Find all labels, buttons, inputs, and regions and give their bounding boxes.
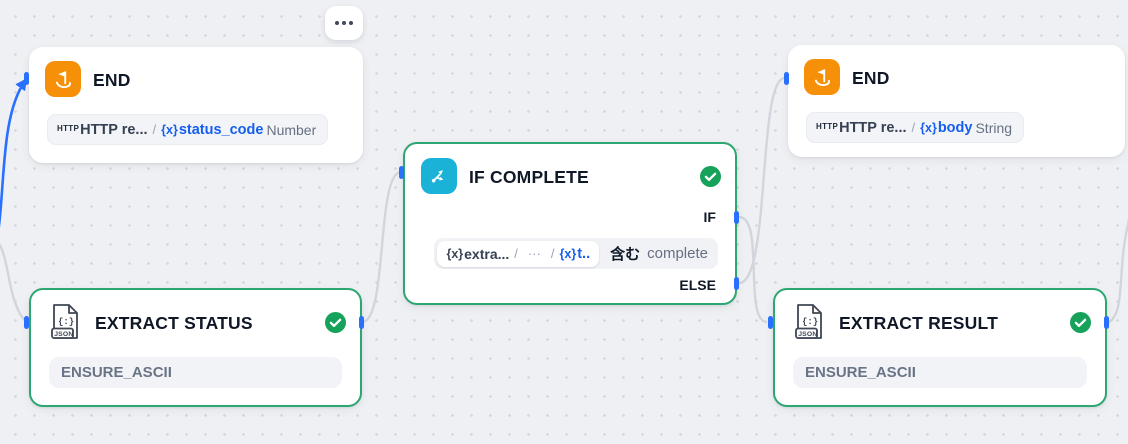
edge-incoming-to-extract-status[interactable]: [0, 235, 25, 321]
variable-type: Number: [266, 121, 317, 138]
node-title: END: [93, 70, 131, 90]
path-separator: /: [911, 120, 916, 135]
variable-token-icon: {x}: [559, 246, 577, 261]
http-node-badge: HTTP: [57, 124, 80, 133]
node-title: EXTRACT STATUS: [95, 313, 253, 333]
condition-operator: 含む: [610, 246, 641, 263]
parameter-pill: ENSURE_ASCII: [49, 357, 342, 388]
target-handle-if-complete[interactable]: [399, 165, 404, 179]
source-handle-else-branch[interactable]: [734, 276, 739, 290]
dot-icon: [349, 21, 353, 25]
output-variable-pill: HTTP HTTP re... / {x} body String: [806, 112, 1025, 143]
variable-token-icon: {x}: [920, 120, 937, 135]
dot-icon: [342, 21, 346, 25]
variable-name: body: [937, 119, 973, 136]
node-title: END: [852, 68, 890, 88]
more-options-button[interactable]: [325, 6, 363, 40]
else-branch-label: ELSE: [679, 277, 716, 293]
node-if-complete[interactable]: IF COMPLETE IF {x} extra... / ··· / {x} …: [403, 142, 737, 305]
http-node-badge: HTTP: [816, 122, 839, 131]
source-handle-if-branch[interactable]: [734, 210, 739, 224]
json-braces-glyph: {:}: [802, 317, 818, 327]
dot-icon: [335, 21, 339, 25]
variable-token-icon: {x}: [161, 122, 178, 137]
condition-sub-variable: t..: [577, 245, 591, 262]
if-branch-label: IF: [703, 209, 716, 225]
success-check-icon: [700, 166, 721, 187]
output-variable-pill: HTTP HTTP re... / {x} status_code Number: [47, 114, 329, 145]
edge-extract-result-outgoing[interactable]: [1108, 183, 1128, 324]
path-separator: /: [152, 122, 157, 137]
end-flag-icon: [804, 59, 840, 95]
json-label: JSON: [54, 331, 73, 338]
target-handle-extract-result[interactable]: [768, 315, 773, 329]
condition-value: complete: [647, 245, 708, 262]
node-end-left[interactable]: END HTTP HTTP re... / {x} status_code Nu…: [29, 47, 363, 163]
path-separator: /: [514, 246, 518, 261]
end-flag-icon: [45, 61, 81, 97]
json-braces-glyph: {:}: [58, 317, 74, 327]
path-separator: /: [550, 246, 555, 261]
json-file-icon: {:} JSON: [50, 303, 80, 341]
source-handle-extract-result[interactable]: [1104, 315, 1109, 329]
source-node-name: HTTP re...: [80, 121, 148, 138]
target-handle-extract-status[interactable]: [24, 315, 29, 329]
variable-token-icon: {x}: [446, 246, 464, 261]
node-end-right[interactable]: END HTTP HTTP re... / {x} body String: [788, 45, 1125, 157]
node-title: IF COMPLETE: [469, 167, 589, 187]
source-node-name: HTTP re...: [839, 119, 907, 136]
json-file-icon: {:} JSON: [794, 303, 824, 341]
success-check-icon: [325, 312, 346, 333]
node-extract-result[interactable]: {:} JSON EXTRACT RESULT ENSURE_ASCII: [773, 288, 1107, 407]
parameter-pill: ENSURE_ASCII: [793, 357, 1087, 388]
node-extract-status[interactable]: {:} JSON EXTRACT STATUS ENSURE_ASCII: [29, 288, 362, 407]
target-handle-end-left[interactable]: [24, 71, 29, 85]
condition-variable-pill: {x} extra... / ··· / {x} t..: [437, 240, 600, 267]
if-else-branch-icon: [421, 158, 457, 194]
variable-type: String: [975, 119, 1013, 136]
variable-name: status_code: [178, 121, 264, 138]
source-handle-extract-status[interactable]: [359, 315, 364, 329]
target-handle-end-right[interactable]: [784, 71, 789, 85]
path-ellipsis: ···: [527, 246, 541, 261]
node-title: EXTRACT RESULT: [839, 313, 999, 333]
json-label: JSON: [798, 331, 817, 338]
condition-variable-name: extra...: [464, 245, 510, 262]
edge-else-branch-to-end-right[interactable]: [738, 76, 786, 285]
edge-extract-status-to-if[interactable]: [361, 170, 402, 324]
success-check-icon: [1070, 312, 1091, 333]
condition-row: {x} extra... / ··· / {x} t.. 含む complete: [434, 238, 718, 269]
edge-incoming-to-end-left[interactable]: [0, 78, 28, 258]
edge-if-branch-to-extract-result[interactable]: [738, 215, 768, 324]
